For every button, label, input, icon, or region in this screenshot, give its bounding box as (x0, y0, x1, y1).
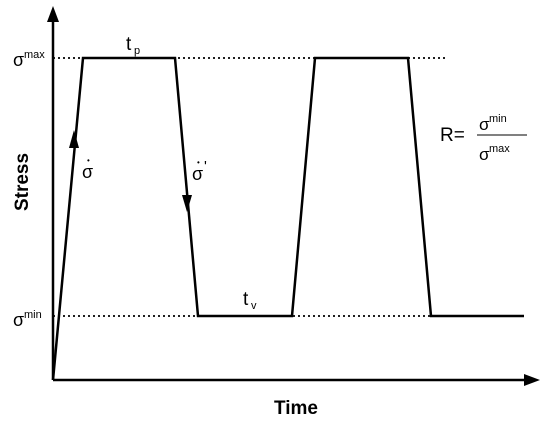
stress-waveform (51, 56, 524, 381)
unloading-rate-dot: • (197, 158, 200, 167)
formula-numerator-symbol: σ (479, 115, 490, 134)
x-axis-arrowhead (524, 374, 540, 386)
unloading-rate-symbol: σ (192, 164, 203, 184)
valley-hold-time-subscript: v (251, 300, 257, 312)
loading-rate-arrowhead (69, 130, 79, 148)
formula-denominator-superscript: max (489, 143, 510, 155)
sigma-min-symbol: σ (13, 310, 24, 330)
loading-rate-dot: • (87, 156, 90, 165)
unloading-rate-arrowhead (182, 195, 192, 212)
formula-lhs: R= (440, 125, 465, 146)
formula-numerator-superscript: min (489, 113, 507, 125)
sigma-min-superscript: min (24, 309, 42, 321)
sigma-max-superscript: max (24, 49, 45, 61)
x-axis-title: Time (274, 398, 318, 419)
formula-denominator-symbol: σ (479, 145, 490, 164)
unloading-rate-prime: ' (204, 158, 207, 175)
peak-hold-time-subscript: p (134, 45, 140, 57)
valley-hold-time-symbol: t (243, 289, 249, 310)
loading-rate-symbol: σ (82, 162, 93, 182)
peak-hold-time-symbol: t (126, 34, 132, 55)
y-axis-title: Stress (12, 153, 33, 211)
sigma-max-symbol: σ (13, 50, 24, 70)
y-axis-arrowhead (47, 6, 59, 22)
